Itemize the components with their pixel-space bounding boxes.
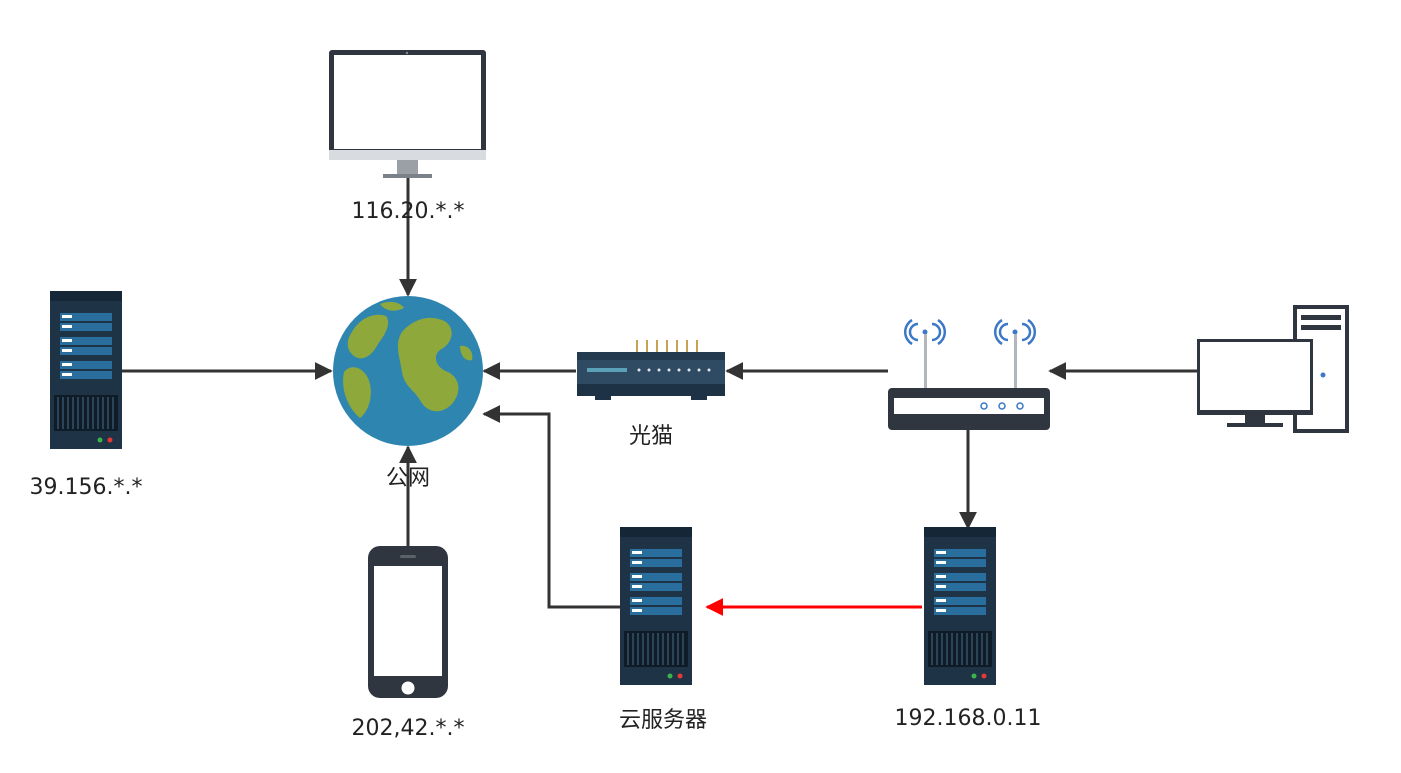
label-local-server: 192.168.0.11 — [894, 706, 1042, 731]
desktop-pc-icon — [1197, 305, 1349, 433]
smartphone-icon — [368, 546, 448, 698]
monitor-icon — [329, 50, 486, 178]
label-phone: 202,42.*.* — [351, 716, 465, 741]
server-icon — [619, 526, 693, 686]
label-internet: 公网 — [385, 466, 431, 491]
server-icon — [49, 290, 123, 450]
wifi-router-icon — [888, 318, 1050, 430]
edge-cloudserver-to-internet — [482, 405, 620, 609]
label-left-server: 39.156.*.* — [29, 475, 143, 500]
label-top-monitor: 116.20.*.* — [351, 199, 465, 224]
label-cloud-server: 云服务器 — [618, 708, 708, 733]
label-modem: 光猫 — [628, 424, 674, 449]
modem-icon — [577, 340, 725, 400]
edges — [122, 178, 1197, 616]
server-icon — [923, 526, 997, 686]
globe-icon — [333, 296, 483, 446]
